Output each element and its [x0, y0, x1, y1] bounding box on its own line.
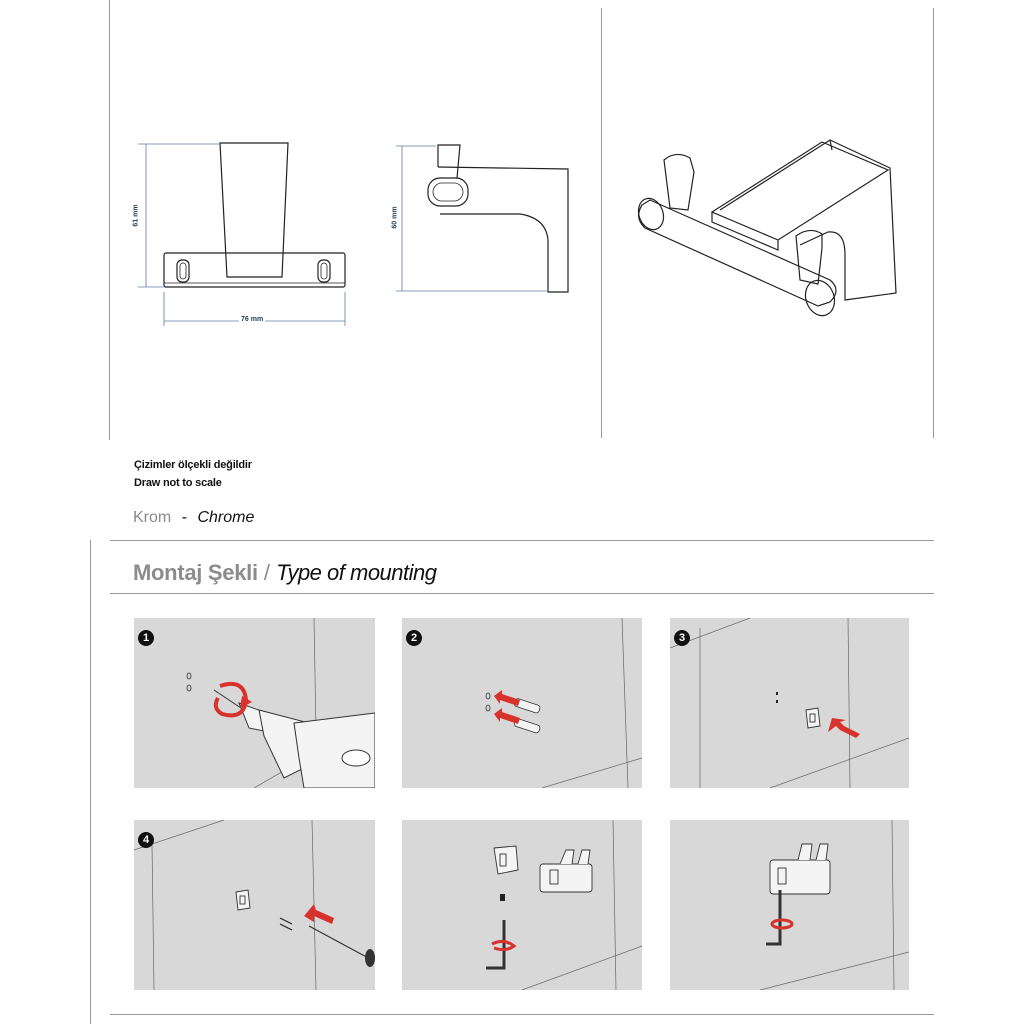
- mounting-title-slash: /: [263, 560, 271, 585]
- front-view-drawing: [163, 142, 346, 288]
- mounting-panel-2: 2: [402, 618, 642, 788]
- drawing-divider: [601, 8, 602, 438]
- mounting-panel-5: [402, 820, 642, 990]
- front-height-dimension: 61 mm: [132, 204, 140, 227]
- section-rule-bottom: [110, 1014, 934, 1015]
- step-badge-3: 3: [674, 630, 690, 646]
- front-width-dimension: 76 mm: [239, 316, 266, 323]
- step-badge-2: 2: [406, 630, 422, 646]
- finish-label: Krom - Chrome: [133, 509, 254, 527]
- mounting-panel-1: 1: [134, 618, 375, 788]
- step-badge-4: 4: [138, 832, 154, 848]
- right-page-border: [933, 8, 934, 438]
- perspective-view-drawing: [637, 139, 897, 317]
- mounting-title-tr: Montaj Şekli: [133, 560, 258, 585]
- screw-illustration: [134, 820, 375, 990]
- hook-attach-illustration: [486, 820, 642, 990]
- side-height-dimension: 60 mm: [391, 206, 399, 229]
- anchors-illustration: [485, 618, 642, 788]
- drill-illustration: [186, 618, 375, 788]
- finish-tr: Krom: [133, 509, 172, 526]
- mounting-heading: Montaj Şekli / Type of mounting: [133, 560, 437, 586]
- mounting-panel-3: 3: [670, 618, 909, 788]
- front-dimension-lines: [138, 143, 346, 326]
- scale-note-en: Draw not to scale: [134, 477, 222, 489]
- side-dimension-lines: [396, 145, 548, 292]
- section-rule-heading: [110, 593, 934, 594]
- mounting-title-en: Type of mounting: [276, 560, 437, 585]
- finish-en: Chrome: [197, 509, 255, 526]
- hook-final-illustration: [759, 820, 909, 990]
- mounting-panel-4: 4: [134, 820, 375, 990]
- left-margin-line: [90, 540, 91, 1024]
- technical-drawings: [138, 139, 897, 326]
- scale-note-tr: Çizimler ölçekli değildir: [134, 459, 252, 471]
- left-page-border: [109, 0, 110, 440]
- side-view-drawing: [427, 144, 569, 293]
- mounting-panel-6: [670, 820, 909, 990]
- step-badge-1: 1: [138, 630, 154, 646]
- bracket-illustration: [670, 618, 909, 788]
- finish-separator: -: [181, 509, 188, 526]
- section-rule-top: [110, 540, 934, 541]
